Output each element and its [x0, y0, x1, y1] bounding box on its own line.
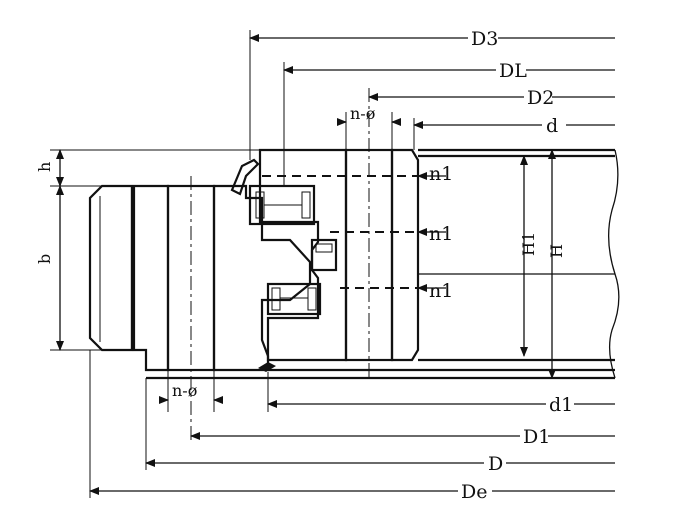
- dimension-H: H: [547, 149, 566, 379]
- label-De: De: [461, 481, 487, 503]
- label-n1-top: n1: [429, 163, 453, 185]
- dimension-D2: D2: [368, 87, 615, 109]
- label-n-phi-bottom: n-ø: [172, 381, 197, 400]
- label-D3: D3: [471, 28, 498, 50]
- dimension-D3: D3: [249, 28, 615, 160]
- dimension-DL: DL: [283, 60, 615, 186]
- label-b: b: [35, 254, 54, 264]
- roller-lower-cage-left: [271, 287, 281, 311]
- roller-lower-cage-right: [307, 287, 317, 311]
- dimension-H1: H1: [519, 155, 538, 357]
- top-seal: [230, 158, 260, 196]
- roller-upper: [248, 184, 316, 226]
- n1-labels: n1 n1 n1: [417, 163, 453, 302]
- roller-lower: [266, 282, 322, 316]
- label-D2: D2: [527, 87, 554, 109]
- dimension-De: De: [89, 350, 615, 503]
- label-DL: DL: [499, 60, 527, 82]
- outer-ring: [88, 176, 312, 442]
- dimension-d: d: [413, 115, 615, 150]
- roller-radial-cage: [315, 243, 333, 253]
- label-n1-bottom: n1: [429, 280, 453, 302]
- break-line: [607, 149, 620, 379]
- outer-ring-body-right: [212, 184, 312, 372]
- dimension-d1: d1: [267, 372, 615, 416]
- dimension-n-phi-top: n-ø: [337, 104, 401, 150]
- label-H: H: [547, 244, 566, 258]
- rollers: [248, 184, 338, 316]
- label-H1: H1: [519, 232, 538, 256]
- structure-lines: [50, 148, 620, 380]
- dimension-n-phi-bottom: n-ø: [159, 370, 223, 412]
- roller-radial: [310, 238, 338, 272]
- inner-ring-body-right: [390, 148, 420, 362]
- label-D: D: [488, 453, 503, 475]
- dimension-b: b: [35, 185, 64, 351]
- label-n1-mid: n1: [429, 223, 453, 245]
- gear-tooth-profile: [88, 184, 134, 352]
- label-d: d: [546, 115, 558, 137]
- outer-ring-body: [132, 184, 170, 372]
- label-D1: D1: [523, 426, 550, 448]
- n1-markers: [262, 175, 418, 289]
- label-h: h: [35, 162, 54, 172]
- label-n-phi-top: n-ø: [350, 104, 375, 123]
- roller-upper-cage-right: [301, 191, 311, 219]
- dimension-D1: D1: [190, 426, 615, 448]
- label-d1: d1: [549, 394, 573, 416]
- dimension-h: h: [35, 149, 64, 187]
- dimension-D: D: [145, 378, 615, 475]
